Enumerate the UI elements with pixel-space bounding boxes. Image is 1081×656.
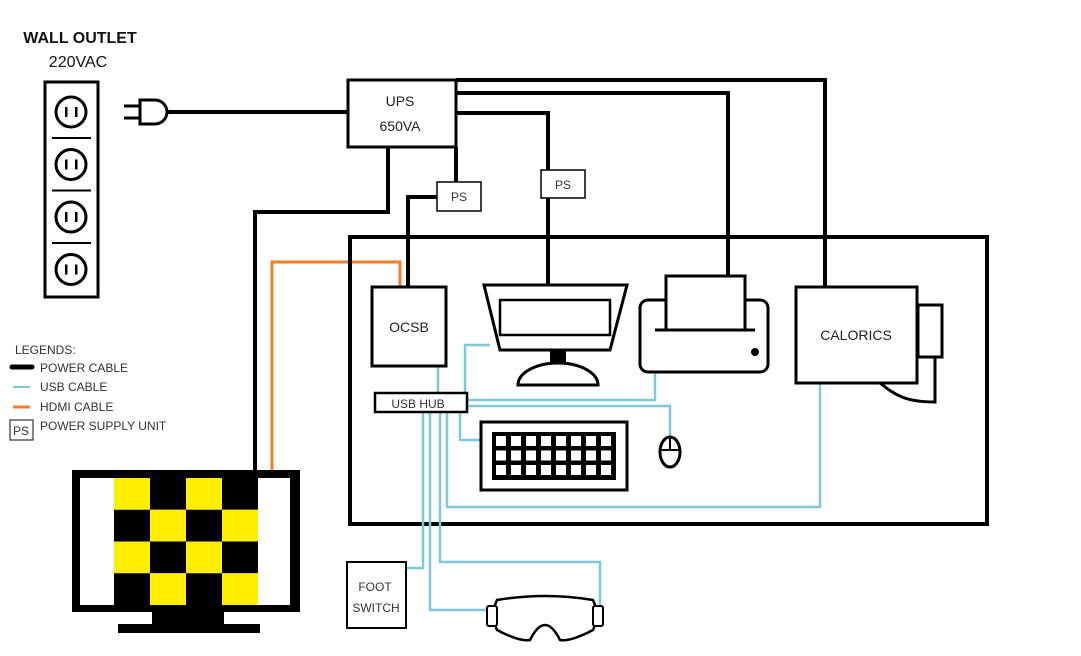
calorics-box: CALORICS: [794, 285, 944, 404]
svg-text:UPS: UPS: [386, 93, 415, 109]
key: [571, 436, 581, 446]
usb-cables: [406, 343, 822, 612]
key: [601, 436, 611, 446]
key: [586, 465, 596, 475]
wall-outlet: [43, 80, 100, 299]
checker-square: [222, 541, 258, 574]
socket-icon: [52, 95, 91, 139]
key: [526, 450, 536, 461]
checker-square: [114, 478, 150, 510]
key: [511, 450, 521, 461]
checker-square: [186, 478, 222, 510]
checker-square: [150, 541, 186, 574]
key: [571, 465, 581, 475]
key: [541, 465, 551, 475]
power-cables: [167, 78, 827, 472]
ocsb-box: OCSB: [370, 285, 448, 368]
key: [526, 436, 536, 446]
checker-square: [150, 573, 186, 605]
key: [601, 465, 611, 475]
socket-icon: [52, 148, 91, 192]
svg-text:HDMI CABLE: HDMI CABLE: [40, 400, 113, 414]
svg-text:CALORICS: CALORICS: [820, 327, 892, 343]
stimulus-monitor-icon: [72, 470, 300, 633]
key: [571, 450, 581, 461]
key: [556, 465, 566, 475]
goggles-icon: [486, 594, 604, 642]
svg-text:650VA: 650VA: [380, 118, 422, 134]
key: [496, 450, 506, 461]
svg-text:PS: PS: [13, 424, 29, 438]
key: [541, 450, 551, 461]
checker-square: [114, 509, 150, 542]
key: [556, 450, 566, 461]
checker-square: [150, 509, 186, 542]
checker-square: [114, 573, 150, 605]
key: [511, 436, 521, 446]
key: [541, 436, 551, 446]
mouse-icon: [658, 435, 682, 469]
svg-text:FOOT: FOOT: [358, 580, 392, 594]
svg-text:POWER SUPPLY UNIT: POWER SUPPLY UNIT: [40, 419, 167, 433]
legend: LEGENDS: POWER CABLE USB CABLE HDMI CABL…: [9, 343, 167, 441]
plug-icon: [124, 98, 169, 126]
svg-text:OCSB: OCSB: [389, 319, 429, 335]
computer-monitor-icon: [482, 283, 629, 387]
checker-square: [186, 509, 222, 542]
checker-square: [222, 478, 258, 510]
key: [556, 436, 566, 446]
checker-square: [186, 541, 222, 574]
psu-box: PS: [436, 181, 482, 212]
key: [526, 465, 536, 475]
key: [496, 436, 506, 446]
svg-text:USB CABLE: USB CABLE: [40, 380, 107, 394]
ups-box: UPS 650VA: [346, 78, 458, 149]
checker-square: [186, 573, 222, 605]
key: [586, 450, 596, 461]
svg-text:PS: PS: [555, 178, 571, 192]
keyboard-icon: [479, 420, 629, 492]
foot-switch-box: FOOT SWITCH: [346, 561, 407, 629]
outlet-title: WALL OUTLET: [23, 30, 137, 47]
svg-text:POWER CABLE: POWER CABLE: [40, 361, 128, 375]
checker-square: [222, 573, 258, 605]
checker-square: [222, 509, 258, 542]
psu-box: PS: [540, 169, 586, 199]
key: [586, 436, 596, 446]
outlet-voltage: 220VAC: [49, 54, 107, 71]
svg-text:SWITCH: SWITCH: [352, 601, 399, 615]
socket-icon: [54, 253, 88, 286]
svg-text:USB HUB: USB HUB: [391, 397, 444, 411]
checker-square: [114, 541, 150, 574]
printer-icon: [638, 274, 770, 374]
key: [511, 465, 521, 475]
key: [601, 450, 611, 461]
desk: [348, 235, 989, 526]
socket-icon: [52, 200, 91, 244]
svg-text:LEGENDS:: LEGENDS:: [15, 343, 76, 357]
key: [496, 465, 506, 475]
psu-swatch: [9, 419, 34, 441]
checker-square: [150, 478, 186, 510]
svg-text:PS: PS: [451, 190, 467, 204]
hdmi-cable: [270, 260, 402, 472]
usb-hub-box: USB HUB: [373, 391, 469, 414]
